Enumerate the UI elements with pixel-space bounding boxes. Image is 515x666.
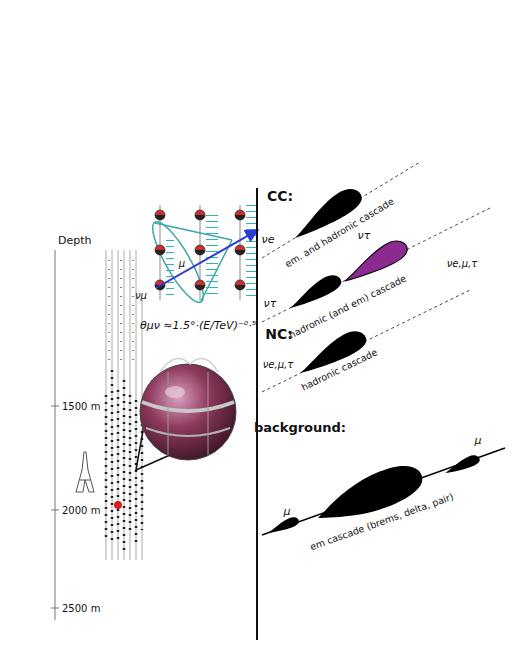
highlight-module xyxy=(114,501,122,509)
depth-value: 1500 m xyxy=(62,401,100,412)
section-heading: NC: xyxy=(265,327,293,342)
particle-label: νe xyxy=(262,234,275,246)
inset-modules xyxy=(155,210,245,290)
axis-tick xyxy=(51,608,59,609)
axis-title: Depth xyxy=(58,235,92,247)
depth-value: 2000 m xyxy=(62,505,100,516)
particle-label: μ xyxy=(475,435,482,447)
depth-value: 2500 m xyxy=(62,603,100,614)
particle-label: μ xyxy=(179,258,185,269)
angle-formula: θμν ≈1.5°·(E/TeV)⁻⁰·⁵ xyxy=(140,320,256,332)
depth-axis xyxy=(51,250,59,620)
cherenkov-inset xyxy=(145,205,258,308)
cascade-label: hadronic (and em) cascade xyxy=(288,273,409,340)
section-heading: background: xyxy=(254,421,346,435)
section-heading: CC: xyxy=(267,189,293,204)
particle-label: μ xyxy=(284,506,291,518)
axis-line xyxy=(55,250,56,620)
axis-tick xyxy=(51,406,59,407)
particle-label: νμ xyxy=(135,290,147,301)
eiffel-tower xyxy=(76,452,94,492)
particle-label: νe,μ,τ xyxy=(447,258,477,269)
muon-track xyxy=(156,230,258,288)
axis-tick xyxy=(51,510,59,511)
cherenkov-cone xyxy=(145,216,232,308)
particle-label: ντ xyxy=(264,298,277,310)
particle-label: ντ xyxy=(358,230,371,242)
optical-module xyxy=(140,359,236,460)
panel-divider xyxy=(256,188,258,640)
nc-event xyxy=(262,290,470,392)
particle-label: νe,μ,τ xyxy=(263,359,293,370)
